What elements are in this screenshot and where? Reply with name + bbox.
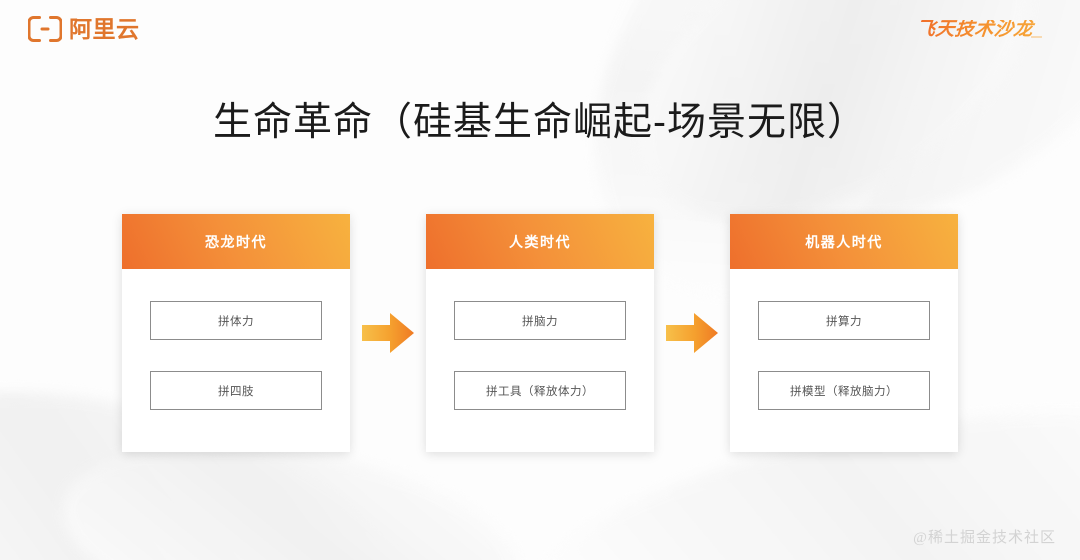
brand-logo: 阿里云 — [28, 16, 140, 42]
era-card-2-item-2: 拼工具（释放体力） — [454, 371, 626, 410]
watermark: @稀土掘金技术社区 — [913, 530, 1056, 546]
era-card-1-item-1: 拼体力 — [150, 301, 322, 340]
brand-name: 阿里云 — [69, 15, 140, 42]
era-card-1-item-2: 拼四肢 — [150, 371, 322, 410]
era-card-3: 机器人时代 拼算力 拼模型（释放脑力） — [730, 214, 958, 452]
alibaba-cloud-bracket-icon — [28, 16, 62, 42]
era-card-1: 恐龙时代 拼体力 拼四肢 — [122, 214, 350, 452]
era-card-3-item-2: 拼模型（释放脑力） — [758, 371, 930, 410]
era-card-1-body: 拼体力 拼四肢 — [122, 269, 350, 452]
right-arrow-icon — [666, 313, 718, 353]
right-arrow-icon — [362, 313, 414, 353]
arrow-2 — [654, 214, 730, 452]
arrow-1 — [350, 214, 426, 452]
era-card-2-item-1: 拼脑力 — [454, 301, 626, 340]
era-card-1-header: 恐龙时代 — [122, 214, 350, 269]
event-logo: 飞天技术沙龙_ — [914, 19, 1046, 40]
era-progression-diagram: 恐龙时代 拼体力 拼四肢 人类时代 拼脑力 — [122, 214, 958, 454]
era-card-3-header: 机器人时代 — [730, 214, 958, 269]
era-card-3-body: 拼算力 拼模型（释放脑力） — [730, 269, 958, 452]
page-title: 生命革命（硅基生命崛起-场景无限） — [213, 101, 867, 145]
era-card-2: 人类时代 拼脑力 拼工具（释放体力） — [426, 214, 654, 452]
era-card-3-item-1: 拼算力 — [758, 301, 930, 340]
era-card-2-header: 人类时代 — [426, 214, 654, 269]
era-card-2-body: 拼脑力 拼工具（释放体力） — [426, 269, 654, 452]
